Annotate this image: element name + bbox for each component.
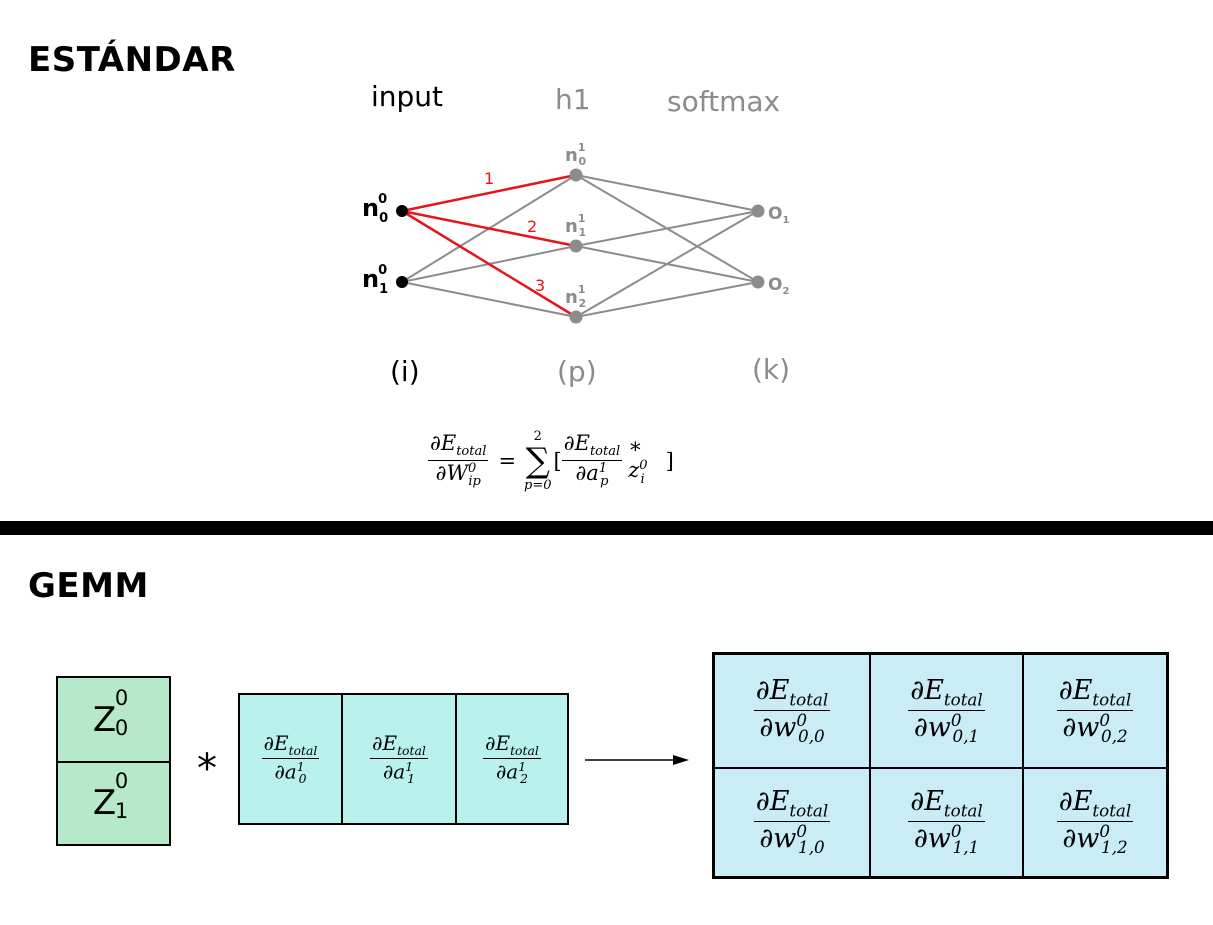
hidden-node-2 — [569, 310, 583, 324]
edge-n10-h2 — [401, 281, 577, 318]
hidden-node-1 — [569, 239, 583, 253]
gradient-row-divider-1 — [341, 695, 343, 823]
gradient-cell-0: ∂Etotal∂a10 — [261, 730, 320, 787]
edge-label-2: 2 — [527, 217, 537, 236]
result-cell-0-0: ∂Etotal∂w00,0 — [753, 674, 831, 746]
formula-sum: 2 ∑ p=0 — [524, 428, 552, 493]
output-node-1 — [751, 204, 765, 218]
formula-close-bracket: ] — [665, 448, 674, 473]
formula-inner-fraction: ∂Etotal ∂a1p — [561, 431, 623, 490]
highlight-edge-3 — [401, 209, 577, 319]
layer-index-i: (i) — [390, 355, 420, 388]
result-cell-1-0: ∂Etotal∂w01,0 — [753, 786, 831, 858]
gradient-row: ∂Etotal∂a10 ∂Etotal∂a11 ∂Etotal∂a12 — [238, 693, 569, 825]
standard-section-title: ESTÁNDAR — [28, 40, 236, 80]
formula-open-bracket: [ — [553, 448, 562, 473]
result-matrix: ∂Etotal∂w00,0 ∂Etotal∂w00,1 ∂Etotal∂w00,… — [712, 652, 1169, 879]
gradient-cell-2: ∂Etotal∂a12 — [483, 730, 541, 787]
result-arrow — [585, 755, 689, 765]
hidden-node-0 — [569, 168, 583, 182]
output-node-label-1: O1 — [768, 204, 789, 226]
gradient-formula: ∂Etotal ∂W0ip = 2 ∑ p=0 [ ∂Etotal ∂a1p ∗… — [428, 418, 674, 503]
gemm-section-title: GEMM — [28, 566, 149, 606]
input-node-0 — [396, 205, 408, 217]
multiply-symbol: * — [197, 746, 217, 792]
formula-lhs-fraction: ∂Etotal ∂W0ip — [428, 431, 489, 490]
output-node-2 — [751, 275, 765, 289]
edge-label-1: 1 — [484, 169, 494, 188]
output-node-label-2: O2 — [768, 275, 789, 297]
result-col-divider-1 — [869, 655, 871, 876]
result-cell-1-2: ∂Etotal∂w01,2 — [1056, 786, 1134, 858]
layer-index-k: (k) — [752, 353, 791, 386]
edge-h2-o1 — [575, 210, 759, 318]
result-cell-0-1: ∂Etotal∂w00,1 — [908, 674, 985, 746]
result-cell-1-1: ∂Etotal∂w01,1 — [908, 786, 985, 858]
result-row-divider — [715, 767, 1166, 769]
section-divider — [0, 521, 1213, 535]
gradient-cell-1: ∂Etotal∂a11 — [370, 730, 428, 787]
edge-h1-o1 — [575, 210, 759, 247]
result-cell-0-2: ∂Etotal∂w00,2 — [1056, 674, 1134, 746]
edge-h2-o2 — [575, 281, 759, 318]
edge-label-3: 3 — [535, 276, 545, 295]
layer-heading-h1: h1 — [555, 83, 591, 116]
layer-heading-softmax: softmax — [667, 85, 781, 118]
result-col-divider-2 — [1022, 655, 1024, 876]
layer-index-p: (p) — [557, 355, 597, 388]
highlight-edge-2 — [401, 209, 577, 248]
gradient-row-divider-2 — [455, 695, 457, 823]
formula-times-z: ∗ z0i — [628, 434, 648, 487]
formula-equals: = — [498, 448, 517, 473]
layer-heading-input: input — [371, 80, 444, 113]
highlight-edge-1 — [401, 173, 577, 213]
input-node-1 — [396, 276, 408, 288]
edge-h0-o1 — [575, 174, 759, 212]
